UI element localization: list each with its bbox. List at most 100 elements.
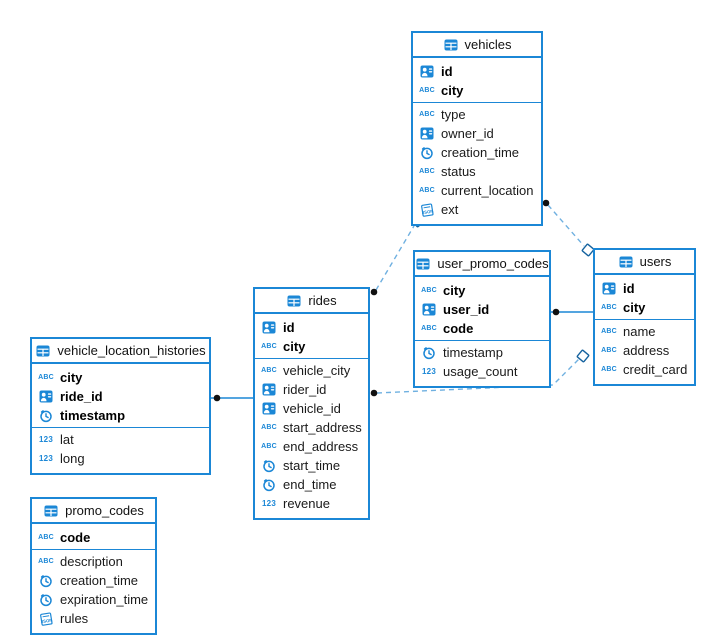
table-header[interactable]: vehicle_location_histories	[32, 339, 209, 364]
clock-icon	[261, 478, 277, 492]
json-icon: JSON	[38, 611, 54, 626]
column-name: end_time	[283, 477, 337, 492]
table-header[interactable]: rides	[255, 289, 368, 314]
clock-icon	[419, 146, 435, 160]
abc-icon: ABC	[421, 325, 437, 332]
column-name: expiration_time	[60, 592, 149, 607]
column-name: id	[441, 64, 453, 79]
abc-icon: ABC	[261, 343, 277, 350]
column-name: city	[441, 83, 464, 98]
table-header[interactable]: vehicles	[413, 33, 541, 58]
column-name: type	[441, 107, 466, 122]
column-row: ride_id	[32, 387, 209, 406]
clock-icon	[38, 574, 54, 588]
key-divider	[415, 340, 549, 341]
column-name: address	[623, 343, 670, 358]
column-name: city	[283, 339, 306, 354]
key-divider	[595, 319, 694, 320]
column-name: lat	[60, 432, 74, 447]
person-id-icon	[601, 282, 617, 295]
table-header[interactable]: promo_codes	[32, 499, 155, 524]
column-row: ABC city	[255, 337, 368, 356]
person-id-icon	[38, 390, 54, 403]
column-name: city	[623, 300, 646, 315]
column-row: ABC code	[32, 528, 155, 547]
column-row: rider_id	[255, 380, 368, 399]
abc-icon: ABC	[261, 367, 277, 374]
column-name: id	[623, 281, 635, 296]
table-name: rides	[308, 293, 337, 308]
column-name: credit_card	[623, 362, 688, 377]
abc-icon: ABC	[601, 366, 617, 373]
abc-icon: ABC	[38, 374, 54, 381]
key-divider	[32, 549, 155, 550]
column-name: timestamp	[443, 345, 503, 360]
abc-icon: ABC	[38, 534, 54, 541]
abc-icon: ABC	[421, 287, 437, 294]
table-icon	[618, 256, 634, 268]
column-row: expiration_time	[32, 590, 155, 609]
column-name: timestamp	[60, 408, 126, 423]
table-icon	[415, 258, 431, 270]
column-name: start_time	[283, 458, 341, 473]
relationship-diamond-marker	[576, 349, 590, 363]
column-name: code	[60, 530, 91, 545]
column-row: creation_time	[413, 143, 541, 162]
relationship-dot-marker	[213, 394, 221, 402]
column-row: vehicle_id	[255, 399, 368, 418]
123-icon: 123	[39, 435, 53, 444]
json-icon: JSON	[419, 202, 435, 217]
relationship-line-rides-vehicles	[375, 225, 415, 291]
person-id-icon	[261, 321, 277, 334]
column-name: long	[60, 451, 85, 466]
relationship-dot-marker	[370, 389, 378, 397]
column-name: end_address	[283, 439, 359, 454]
clock-icon	[38, 409, 54, 423]
abc-icon: ABC	[601, 328, 617, 335]
person-id-icon	[261, 383, 277, 396]
relationship-line-vehicles-users	[547, 204, 585, 247]
column-name: status	[441, 164, 476, 179]
column-row: user_id	[415, 300, 549, 319]
column-name: ext	[441, 202, 459, 217]
key-divider	[32, 427, 209, 428]
abc-icon: ABC	[419, 111, 435, 118]
column-name: vehicle_city	[283, 363, 351, 378]
column-name: description	[60, 554, 123, 569]
relationship-dot-marker	[370, 288, 378, 296]
column-name: vehicle_id	[283, 401, 341, 416]
column-name: ride_id	[60, 389, 103, 404]
column-row: timestamp	[415, 343, 549, 362]
table-name: users	[639, 254, 672, 269]
table-header[interactable]: users	[595, 250, 694, 275]
column-name: current_location	[441, 183, 534, 198]
table-name: vehicles	[464, 37, 512, 52]
clock-icon	[38, 593, 54, 607]
table-header[interactable]: user_promo_codes	[415, 252, 549, 277]
person-id-icon	[261, 402, 277, 415]
svg-text:JSON: JSON	[40, 617, 52, 624]
